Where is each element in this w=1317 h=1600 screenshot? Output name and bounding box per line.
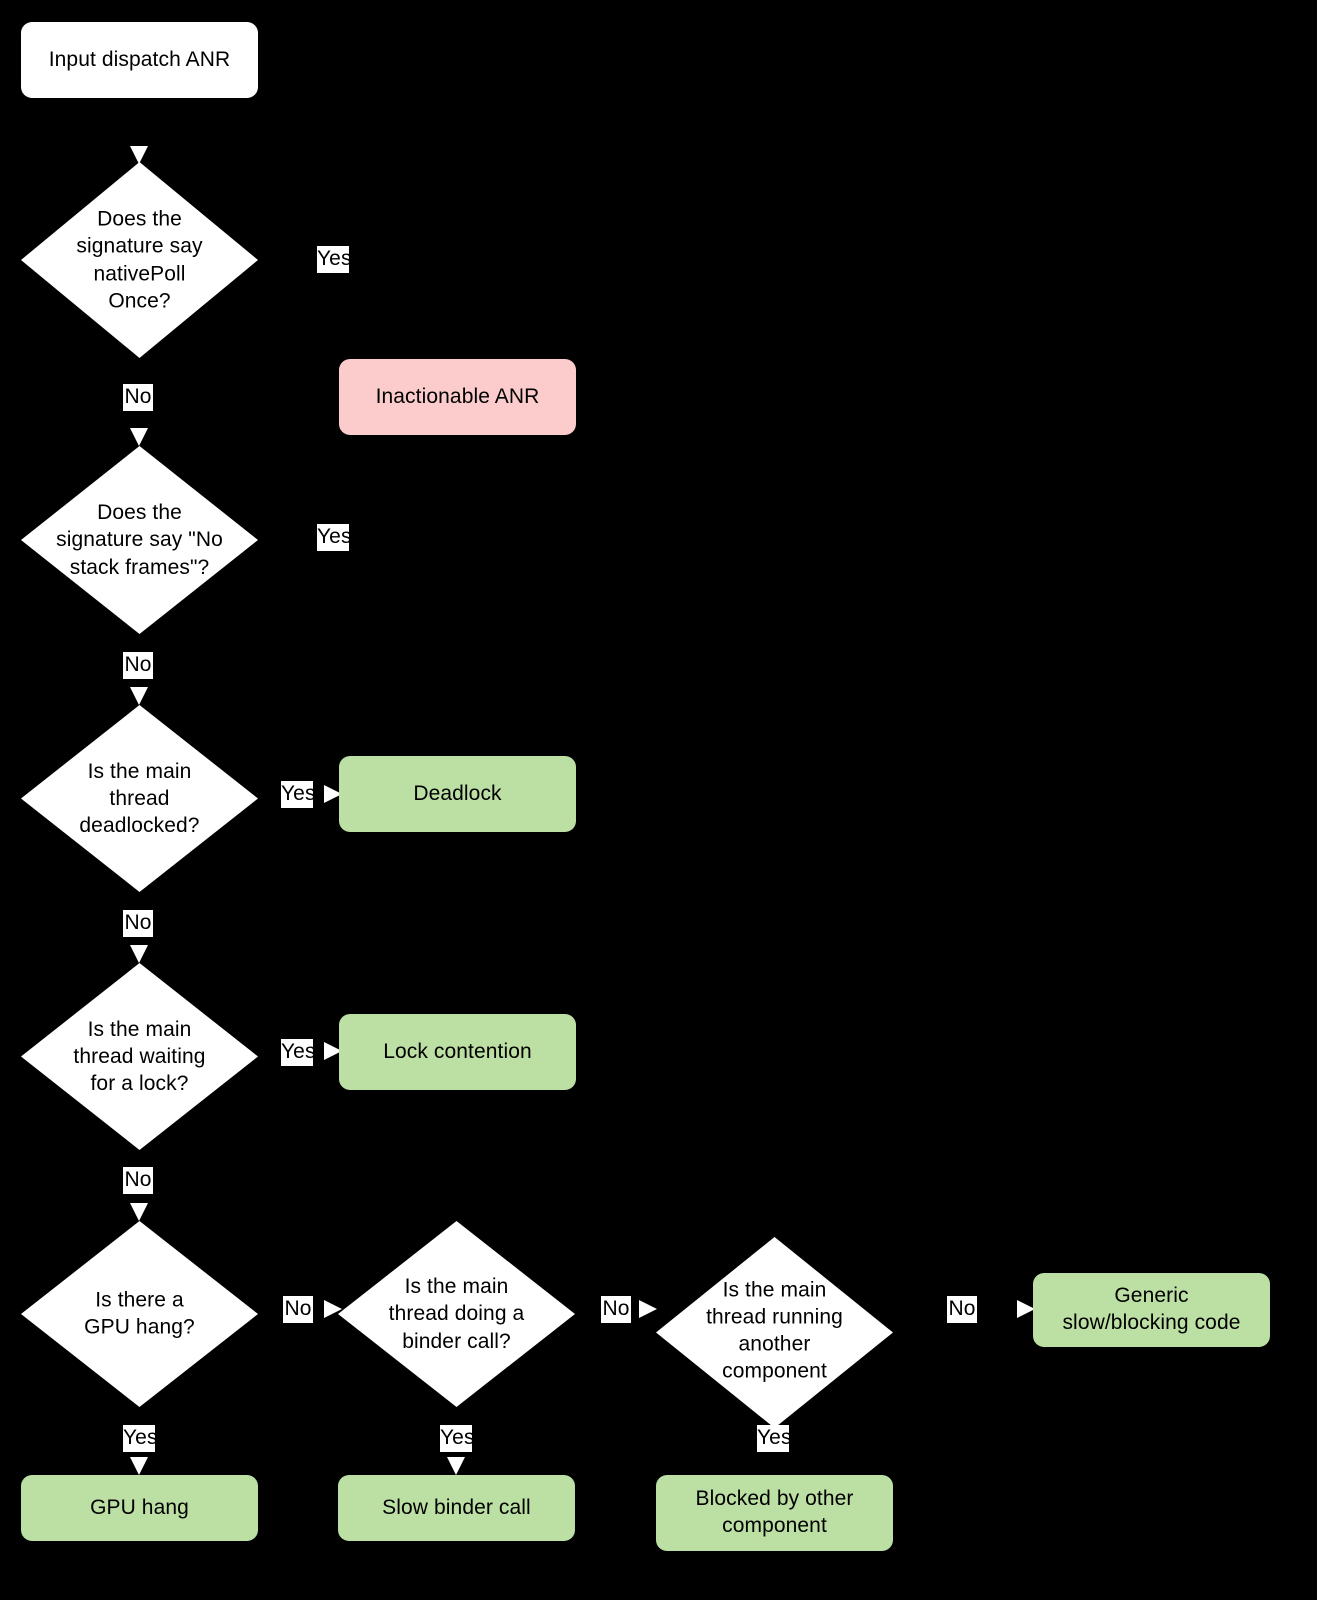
result-blocked-by-other-component[interactable]: Blocked by other component [656,1475,893,1551]
result-inactionable-anr[interactable]: Inactionable ANR [339,359,576,435]
edge-label-gpu-hang-no: No [283,1296,313,1323]
edge-label-no-stack-frames-no: No [123,652,153,679]
result-lock-contention[interactable]: Lock contention [339,1014,576,1090]
diamond-shape [21,162,258,358]
edge-label-other-component-no: No [947,1296,977,1323]
edge-label-deadlocked-no: No [123,910,153,937]
decision-gpu-hang[interactable]: Is there a GPU hang? [21,1221,258,1407]
edge-label-waiting-lock-no: No [123,1167,153,1194]
decision-binder-call[interactable]: Is the main thread doing a binder call? [338,1221,575,1407]
diamond-shape [21,705,258,892]
edge-label-deadlocked-yes: Yes [281,781,315,808]
decision-no-stack-frames[interactable]: Does the signature say "No stack frames"… [21,446,258,634]
edge-label-native-poll-no: No [123,384,153,411]
edge-label-other-component-yes: Yes [757,1425,791,1452]
edge-label-native-poll-yes: Yes [317,246,351,273]
decision-running-another-component[interactable]: Is the main thread running another compo… [656,1237,893,1428]
edge-label-gpu-hang-yes: Yes [123,1425,157,1452]
result-gpu-hang[interactable]: GPU hang [21,1475,258,1541]
edge-label-binder-call-no: No [601,1296,631,1323]
diamond-shape [21,446,258,634]
diamond-shape [21,963,258,1150]
node-input-dispatch-anr[interactable]: Input dispatch ANR [21,22,258,98]
result-generic-slow-blocking-code[interactable]: Generic slow/blocking code [1033,1273,1270,1347]
diamond-shape [656,1237,893,1428]
result-slow-binder-call[interactable]: Slow binder call [338,1475,575,1541]
edge-label-waiting-lock-yes: Yes [281,1039,315,1066]
edge-label-no-stack-frames-yes: Yes [317,524,351,551]
diamond-shape [338,1221,575,1407]
decision-native-poll-once[interactable]: Does the signature say nativePoll Once? [21,162,258,358]
decision-main-thread-waiting-lock[interactable]: Is the main thread waiting for a lock? [21,963,258,1150]
decision-main-thread-deadlocked[interactable]: Is the main thread deadlocked? [21,705,258,892]
result-deadlock[interactable]: Deadlock [339,756,576,832]
diamond-shape [21,1221,258,1407]
edge-label-binder-call-yes: Yes [440,1425,474,1452]
